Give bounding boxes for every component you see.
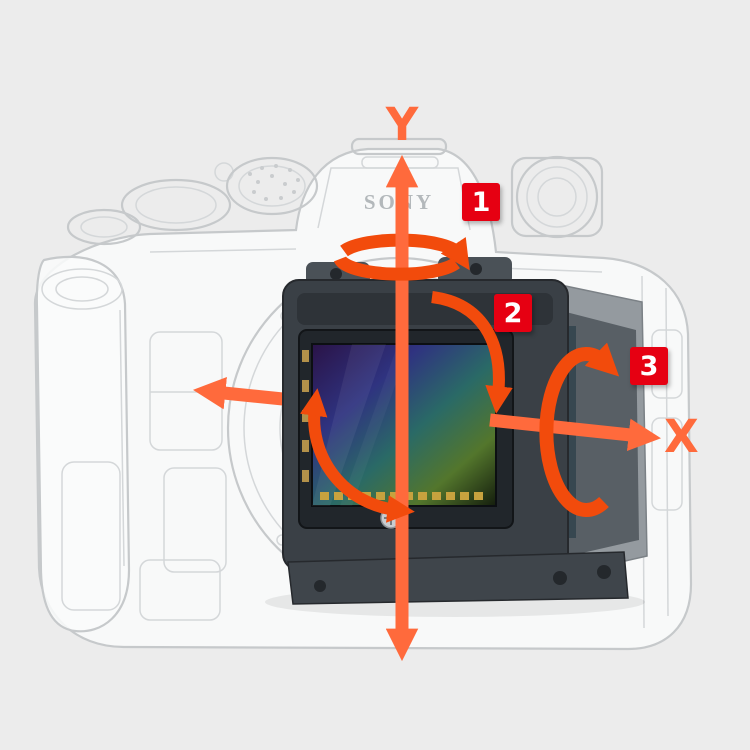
battery-compartment bbox=[61, 461, 121, 611]
exposure-dial-knurl bbox=[248, 164, 300, 201]
step-badge-3: 3 bbox=[630, 347, 668, 385]
eyepiece-ring bbox=[526, 166, 588, 228]
internal-module-3 bbox=[139, 559, 221, 621]
bottom-plate bbox=[287, 551, 629, 605]
plate-screw-icon bbox=[553, 571, 567, 585]
shutter-button-icon bbox=[214, 162, 234, 182]
hand-grip bbox=[35, 255, 131, 633]
plate-screw-icon bbox=[597, 565, 611, 579]
grip-seam-line bbox=[119, 309, 125, 567]
exposure-dial-inner bbox=[238, 165, 306, 207]
port-door-bottom bbox=[651, 417, 683, 511]
badge-number: 2 bbox=[504, 298, 523, 329]
badge-number: 3 bbox=[640, 351, 659, 382]
badge-box bbox=[630, 347, 668, 385]
x-axis-label: X bbox=[664, 410, 699, 463]
tab-screw-icon bbox=[330, 268, 342, 280]
drive-dial-inner bbox=[135, 186, 217, 224]
x-axis-arrow-right bbox=[489, 413, 662, 451]
y-axis-label: Y bbox=[385, 98, 420, 151]
plate-screw-icon bbox=[314, 580, 326, 592]
badge-number: 1 bbox=[472, 187, 491, 218]
frame-top-bar bbox=[297, 293, 553, 325]
drive-dial-icon bbox=[120, 178, 232, 232]
front-dial-inner bbox=[55, 276, 109, 302]
hot-shoe-icon bbox=[350, 137, 448, 156]
mode-dial-inner bbox=[80, 216, 128, 238]
eyepiece-icon bbox=[515, 155, 599, 239]
step-badge-2: 2 bbox=[494, 294, 532, 332]
badge-box bbox=[494, 294, 532, 332]
exposure-dial-icon bbox=[225, 156, 319, 216]
right-panel-line-2 bbox=[665, 287, 669, 617]
right-shoulder-line bbox=[496, 267, 603, 273]
roll-rotation-arrow bbox=[300, 388, 415, 523]
tab-screw-icon bbox=[470, 263, 482, 275]
badge-box bbox=[462, 183, 500, 221]
front-dial-icon bbox=[41, 268, 123, 310]
eyepiece-housing bbox=[510, 156, 604, 238]
left-shoulder-line bbox=[149, 248, 297, 253]
step-badge-1: 1 bbox=[462, 183, 500, 221]
pitch-rotation-arrow bbox=[431, 291, 513, 414]
eyepiece-lens bbox=[537, 177, 577, 217]
yaw-rotation-arrow-front bbox=[333, 255, 460, 281]
x-rotation-arrow bbox=[539, 342, 620, 517]
mode-dial-icon bbox=[66, 208, 142, 246]
internal-module-2 bbox=[163, 467, 227, 573]
